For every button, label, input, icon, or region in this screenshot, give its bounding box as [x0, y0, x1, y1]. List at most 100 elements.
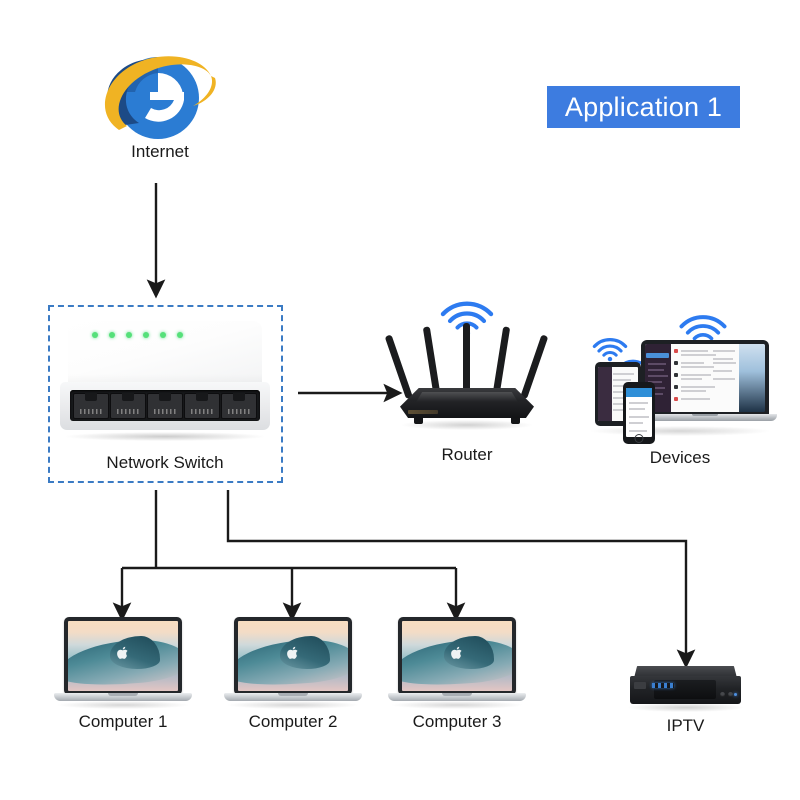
- app-sidebar-row: [648, 375, 668, 377]
- laptop-shadow: [58, 701, 188, 709]
- switch-led: [160, 332, 166, 338]
- message-line: [681, 378, 702, 380]
- devices-laptop-base: [633, 414, 777, 421]
- laptop-wallpaper: [238, 621, 348, 691]
- rj45-port: [221, 392, 257, 419]
- switch-led: [92, 332, 98, 338]
- tablet-line: [613, 373, 634, 375]
- detail-line: [713, 362, 736, 364]
- application-badge-label: Application 1: [564, 91, 723, 122]
- iptv-front-face: [630, 676, 741, 704]
- laptop-screen: [398, 617, 516, 695]
- node-computer1: Computer 1: [54, 617, 192, 731]
- tablet-line: [613, 397, 633, 399]
- detail-line: [713, 378, 735, 380]
- message-line: [681, 366, 714, 368]
- message-avatar: [674, 349, 679, 353]
- switch-port-bay: [70, 390, 260, 421]
- node-computer3-label: Computer 3: [412, 712, 502, 731]
- devices-shadow: [591, 426, 769, 436]
- desktop-wallpaper: [738, 344, 765, 412]
- app-sidebar-row: [648, 369, 664, 371]
- router-foot: [511, 417, 520, 424]
- switch-led-row: [92, 332, 183, 338]
- message-avatar: [674, 397, 679, 401]
- devices-laptop-ui: [645, 344, 765, 412]
- router-foot: [414, 417, 423, 424]
- wifi-signal-icon: [592, 338, 628, 362]
- switch-shadow: [66, 432, 264, 441]
- node-network-switch-label: Network Switch: [106, 453, 224, 472]
- tablet-line: [613, 391, 630, 393]
- node-iptv: IPTV: [628, 666, 743, 735]
- laptop-screen: [64, 617, 182, 695]
- rj45-port: [184, 392, 220, 419]
- app-sidebar-row: [648, 393, 664, 395]
- laptop-shadow: [392, 701, 522, 709]
- node-internet: Internet: [95, 42, 225, 167]
- rj45-port: [73, 392, 109, 419]
- tablet-line: [613, 409, 632, 411]
- phone-app-header: [626, 388, 652, 397]
- iptv-top-shell: [634, 666, 737, 678]
- message-line: [681, 374, 711, 376]
- node-devices: Devices: [585, 315, 777, 467]
- app-sidebar-row: [648, 387, 666, 389]
- devices-laptop-screen: [641, 340, 769, 416]
- laptop-icon: [224, 617, 362, 709]
- internet-explorer-icon: [104, 56, 216, 139]
- message-line: [681, 398, 710, 400]
- detail-line: [713, 370, 732, 372]
- message-avatar: [674, 385, 679, 389]
- laptop-wallpaper: [68, 621, 178, 691]
- message-line: [681, 386, 715, 388]
- phone-line: [629, 422, 644, 424]
- network-switch-icon: [60, 320, 270, 445]
- apple-logo-icon: [287, 646, 298, 660]
- node-network-switch: Network Switch: [60, 320, 270, 472]
- detail-line: [713, 350, 735, 352]
- node-internet-label: Internet: [131, 142, 189, 161]
- apple-logo-icon: [451, 646, 462, 660]
- phone-line: [629, 408, 645, 410]
- rj45-port: [110, 392, 146, 419]
- phone-line: [629, 430, 647, 432]
- node-router: Router: [384, 300, 549, 464]
- phone-line: [629, 416, 649, 418]
- laptop-icon: [388, 617, 526, 709]
- devices-group-icon: [585, 330, 777, 445]
- apple-logo-icon: [117, 646, 128, 660]
- node-iptv-label: IPTV: [666, 716, 705, 735]
- router-antenna: [492, 326, 511, 399]
- iptv-display-text: [652, 683, 674, 688]
- tablet-app-sidebar: [598, 367, 612, 421]
- devices-phone: [623, 382, 655, 444]
- iptv-card-slot: [634, 682, 646, 689]
- wire-to-iptv: [226, 490, 696, 669]
- iptv-button: [720, 692, 725, 697]
- laptop-base: [388, 693, 526, 701]
- message-line: [681, 354, 717, 356]
- message-line: [681, 350, 709, 352]
- laptop-wallpaper: [402, 621, 512, 691]
- router-antenna: [422, 326, 441, 399]
- node-router-label: Router: [441, 445, 493, 464]
- switch-led: [177, 332, 183, 338]
- iptv-power-led: [734, 693, 737, 696]
- message-line: [681, 390, 706, 392]
- laptop-screen: [234, 617, 352, 695]
- node-devices-label: Devices: [649, 448, 711, 467]
- router-shadow: [402, 420, 532, 430]
- set-top-box-icon: [628, 666, 743, 716]
- node-computer2: Computer 2: [224, 617, 362, 731]
- message-avatar: [674, 373, 679, 377]
- laptop-shadow: [228, 701, 358, 709]
- switch-led: [126, 332, 132, 338]
- application-badge: Application 1: [547, 86, 740, 128]
- devices-phone-screen: [626, 388, 652, 437]
- node-computer3: Computer 3: [388, 617, 526, 731]
- message-avatar: [674, 361, 679, 365]
- app-sidebar-row: [648, 363, 667, 365]
